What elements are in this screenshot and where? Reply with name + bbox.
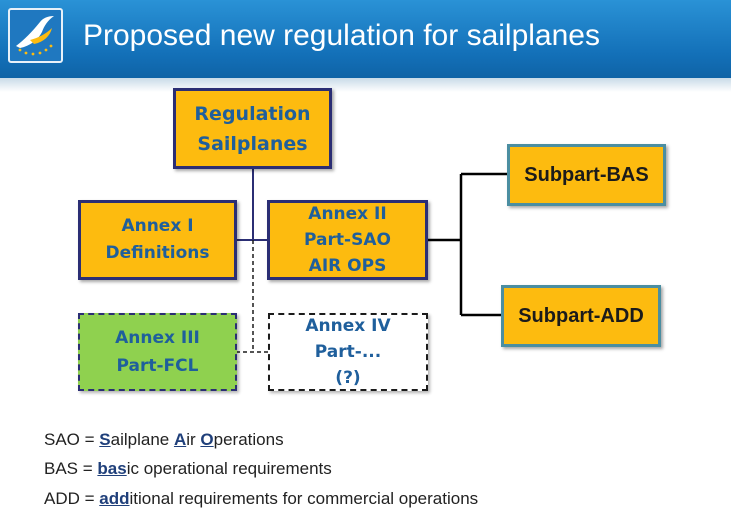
annex4-line3: (?) [335,368,361,388]
annex1-line2: Definitions [105,243,210,263]
legend-bas: BAS = basic operational requirements [44,459,332,478]
annex1-line1: Annex I [121,216,194,236]
annex2-box: Annex II Part-SAO AIR OPS [267,200,428,280]
annex2-line2: Part-SAO [304,230,391,250]
page-title: Proposed new regulation for sailplanes [83,19,600,52]
easa-bird-logo-icon [8,8,63,63]
regulation-sailplanes-box: Regulation Sailplanes [173,88,332,169]
annex2-line3: AIR OPS [308,256,387,276]
subpart-bas-label: Subpart-BAS [524,163,649,186]
annex4-line1: Annex IV [305,316,391,336]
annex4-box: Annex IV Part-... (?) [268,313,428,391]
subpart-add-box: Subpart-ADD [501,285,661,347]
annex3-line2: Part-FCL [116,356,199,376]
annex2-line1: Annex II [308,204,387,224]
subpart-bas-box: Subpart-BAS [507,144,666,206]
legend-add: ADD = additional requirements for commer… [44,489,479,508]
legend-sao: SAO = Sailplane Air Operations [44,430,284,449]
annex4-line2: Part-... [314,342,382,362]
regulation-line2: Sailplanes [197,132,308,155]
regulation-line1: Regulation [194,102,311,125]
annex1-box: Annex I Definitions [78,200,237,280]
title-bar [0,0,731,78]
subpart-add-label: Subpart-ADD [518,304,644,327]
annex3-box: Annex III Part-FCL [78,313,237,391]
annex3-line1: Annex III [115,328,200,348]
